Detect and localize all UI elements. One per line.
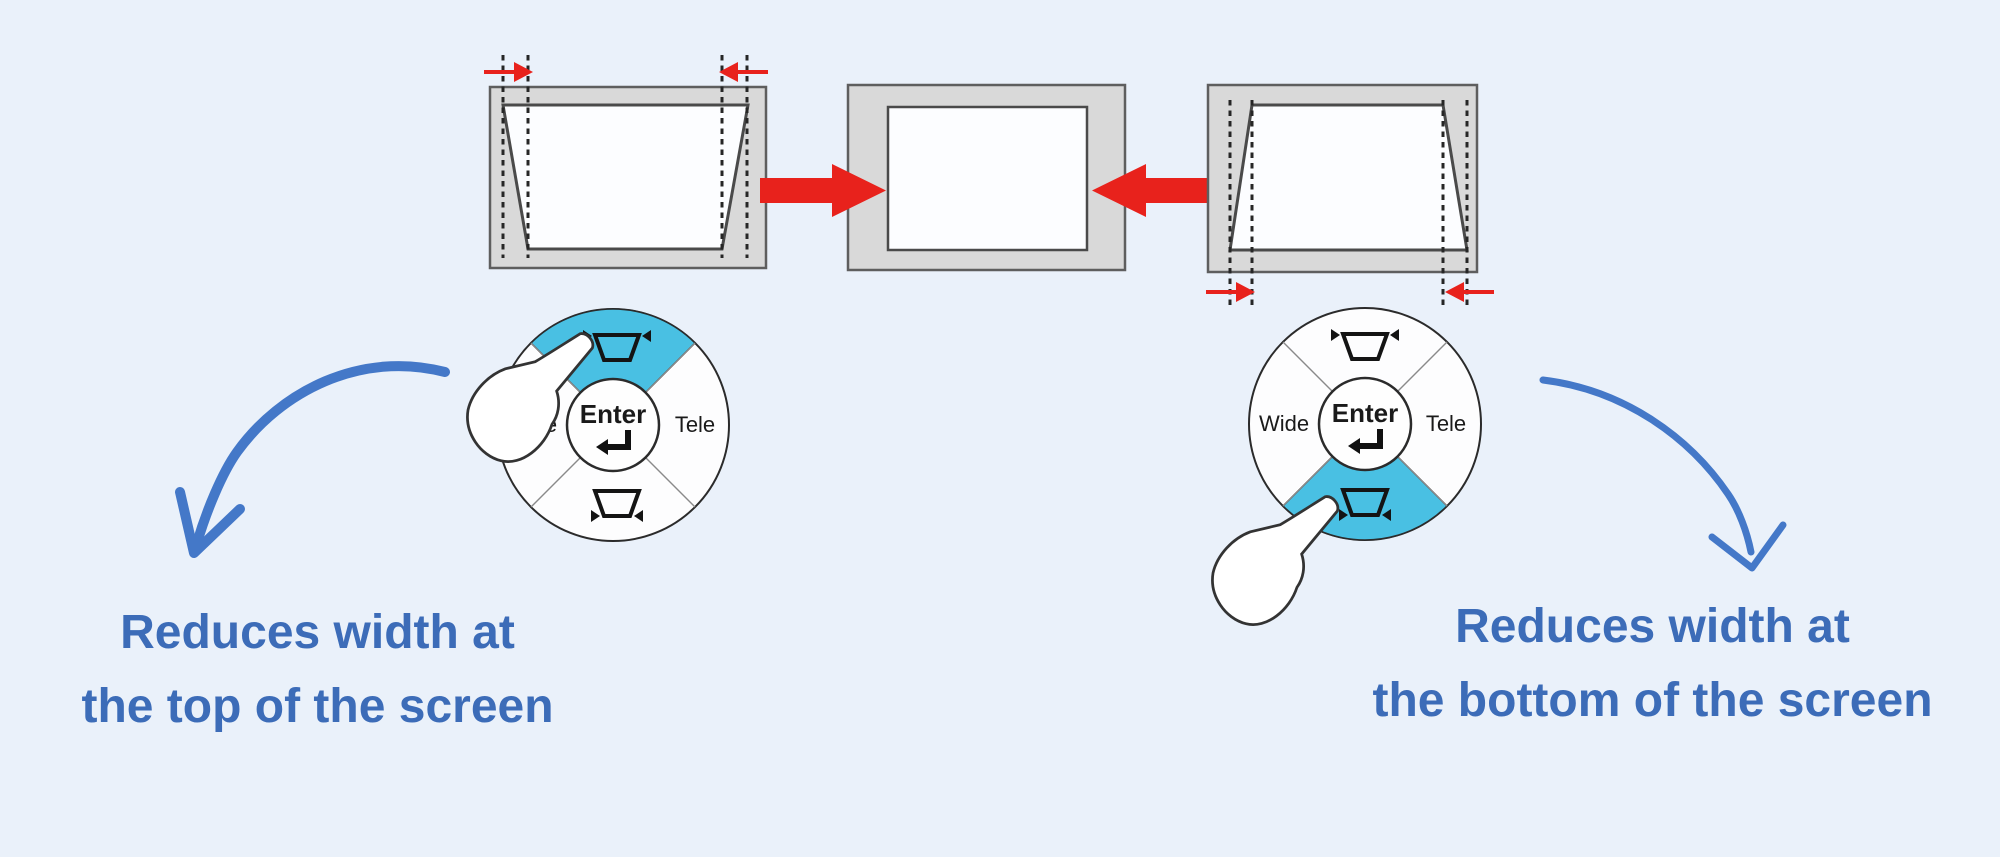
enter-label: Enter — [580, 399, 646, 429]
wide-label: Wide — [1259, 411, 1309, 436]
red-inward-arrow-top-left-icon — [484, 62, 533, 82]
enter-button — [1317, 376, 1413, 472]
pad-divider-lines — [1282, 341, 1448, 507]
enter-button — [565, 377, 661, 473]
big-red-arrow-left-icon — [760, 164, 886, 217]
tele-label: Tele — [1426, 411, 1466, 436]
caption-right-line1: Reduces width at — [1455, 600, 1850, 653]
pad-divider-lines — [530, 342, 696, 508]
caption-right: Reduces width at the bottom of the scree… — [1325, 590, 1980, 738]
red-inward-arrow-bottom-right-icon — [1445, 282, 1494, 302]
projected-image-trapezoid — [1228, 103, 1469, 252]
control-pad-left: Enter Wide Tele — [447, 308, 730, 542]
red-inward-arrow-bottom-left-icon — [1206, 282, 1255, 302]
caption-right-line2: the bottom of the screen — [1372, 674, 1933, 727]
enter-label: Enter — [1332, 398, 1398, 428]
caption-left-line1: Reduces width at — [120, 606, 515, 659]
screen-wide-at-bottom — [1206, 83, 1494, 308]
guide-dashed-lines — [501, 55, 749, 258]
control-pad-right: Enter Wide Tele — [1192, 307, 1482, 641]
projected-image-trapezoid — [501, 103, 750, 251]
enter-return-icon — [1348, 429, 1383, 454]
curved-arrow-right-icon — [1539, 376, 1787, 572]
tele-label: Tele — [675, 412, 715, 437]
curved-arrow-left-icon — [175, 361, 450, 558]
caption-left-line2: the top of the screen — [81, 680, 554, 733]
screen-wide-at-top — [484, 55, 768, 270]
red-inward-arrow-top-right-icon — [719, 62, 768, 82]
guide-dashed-lines — [1228, 100, 1469, 308]
enter-return-icon — [596, 430, 631, 455]
caption-left: Reduces width at the top of the screen — [25, 596, 610, 744]
screen-corrected — [846, 83, 1127, 272]
projected-image-rect — [886, 105, 1089, 252]
big-red-arrow-right-icon — [1092, 164, 1218, 217]
